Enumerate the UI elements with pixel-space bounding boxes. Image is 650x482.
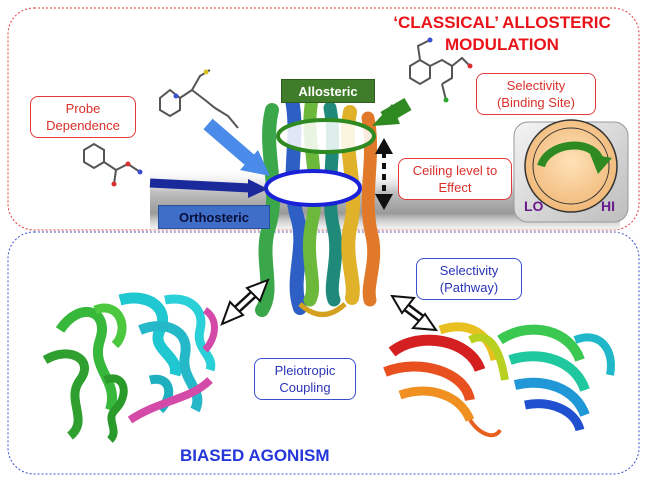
allosteric-site bbox=[276, 118, 376, 154]
classical-frame bbox=[7, 7, 640, 231]
allosteric-arrow bbox=[372, 97, 412, 126]
orthosteric-site bbox=[264, 169, 362, 207]
allosteric-molecule bbox=[409, 37, 473, 103]
dial-hi-label: HI bbox=[601, 198, 615, 214]
efficacy-dial bbox=[513, 119, 629, 223]
dial-arrow-icon bbox=[590, 154, 612, 174]
selectivity-pathway-label: Selectivity (Pathway) bbox=[416, 258, 522, 300]
classical-title: ‘CLASSICAL’ ALLOSTERIC MODULATION bbox=[393, 13, 611, 54]
dial-lo-label: LO bbox=[524, 198, 544, 214]
probe-molecule bbox=[159, 69, 239, 129]
orthosteric-tag: Orthosteric bbox=[158, 205, 270, 229]
left-double-arrow bbox=[220, 278, 270, 326]
ceiling-level-label: Ceiling level to Effect bbox=[398, 158, 512, 200]
right-double-arrow bbox=[390, 294, 439, 332]
arrestin-structure bbox=[383, 322, 615, 438]
ceiling-arrow bbox=[375, 138, 393, 210]
probe-dependence-label: Probe Dependence bbox=[30, 96, 136, 138]
orthosteric-arrow bbox=[149, 178, 268, 198]
biased-agonism-title: BIASED AGONISM bbox=[180, 446, 330, 465]
allosteric-tag: Allosteric bbox=[281, 79, 375, 103]
selectivity-binding-label: Selectivity (Binding Site) bbox=[476, 73, 596, 115]
pleiotropic-coupling-label: Pleiotropic Coupling bbox=[254, 358, 356, 400]
g-protein-structure bbox=[42, 292, 218, 443]
orthosteric-molecule bbox=[83, 142, 143, 187]
probe-arrow bbox=[203, 118, 270, 176]
